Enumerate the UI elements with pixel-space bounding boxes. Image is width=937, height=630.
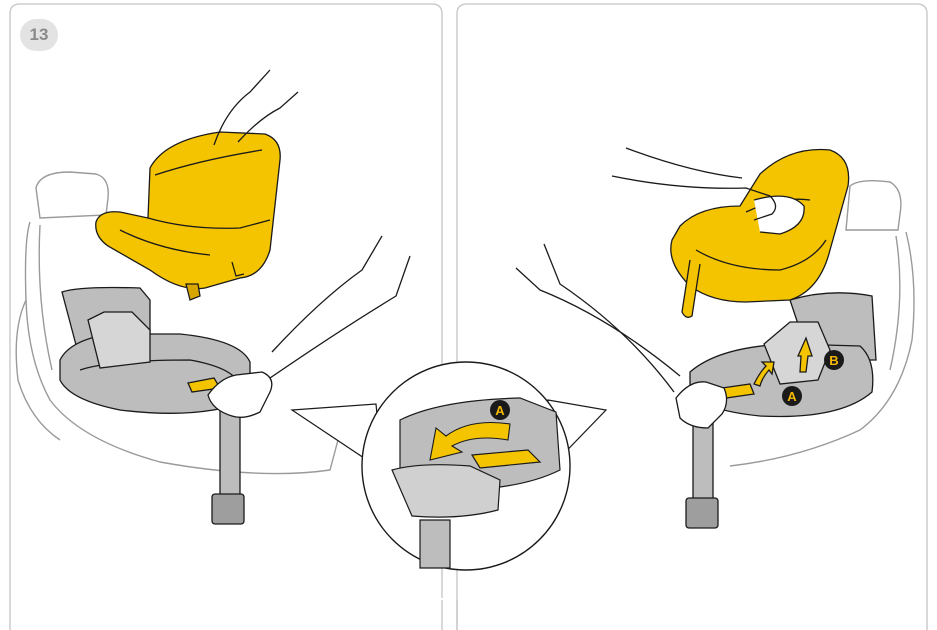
hand-icon xyxy=(544,244,674,392)
step-number-badge: 13 xyxy=(20,19,58,51)
hand-icon xyxy=(272,236,382,352)
callout-a-zoom: A xyxy=(495,403,505,418)
right-support-foot xyxy=(686,498,718,528)
left-carrier-seat xyxy=(96,132,280,300)
callout-b-right: B xyxy=(829,353,838,368)
callout-a-right: A xyxy=(787,389,797,404)
zoom-inset: A xyxy=(292,362,606,570)
left-support-foot xyxy=(212,494,244,524)
right-carrier-seat xyxy=(671,150,849,318)
